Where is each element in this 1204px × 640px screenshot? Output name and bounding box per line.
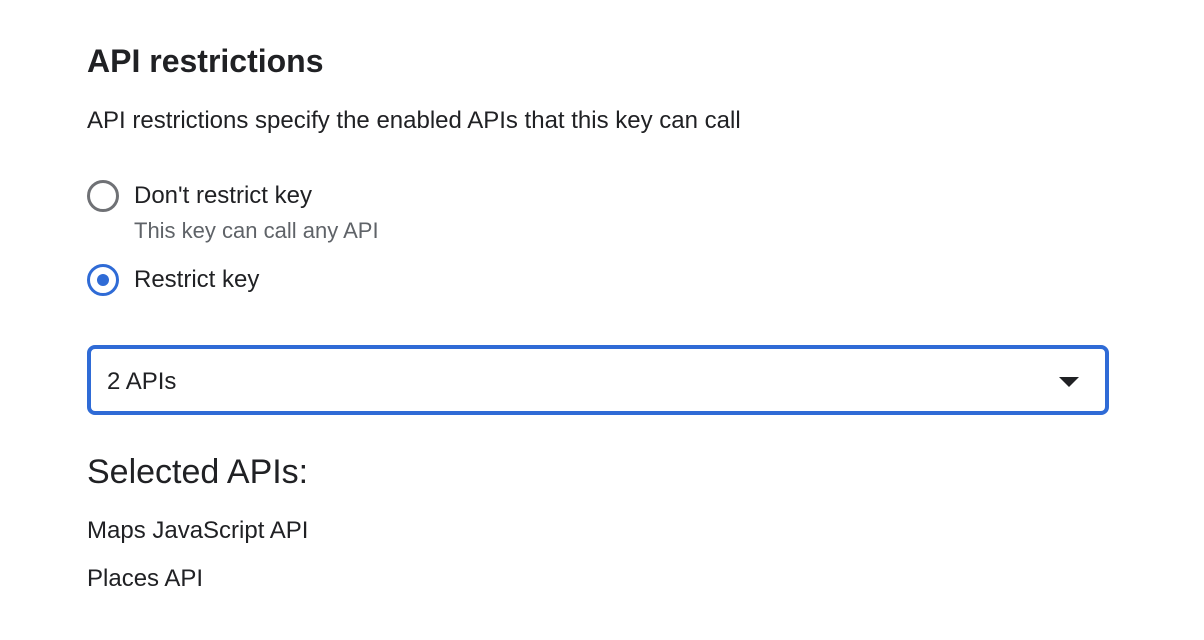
radio-checked-icon[interactable] <box>87 264 119 296</box>
selected-api-item: Maps JavaScript API <box>87 517 309 544</box>
radio-sublabel-dont-restrict-key: This key can call any API <box>134 218 379 243</box>
api-select-value: 2 APIs <box>107 368 177 395</box>
radio-label-dont-restrict-key: Don't restrict key <box>134 182 312 209</box>
selected-apis-title: Selected APIs: <box>87 453 309 491</box>
section-description: API restrictions specify the enabled API… <box>87 107 741 134</box>
radio-dont-restrict-key[interactable]: Don't restrict key <box>87 180 687 212</box>
radio-restrict-key[interactable]: Restrict key <box>87 264 687 296</box>
section-title: API restrictions <box>87 43 324 79</box>
api-select-dropdown[interactable]: 2 APIs <box>87 345 1109 415</box>
selected-apis-list: Maps JavaScript API Places API <box>87 516 308 612</box>
api-restrictions-panel: API restrictions API restrictions specif… <box>87 0 1109 640</box>
radio-unchecked-icon[interactable] <box>87 180 119 212</box>
arrow-drop-down-icon[interactable] <box>1059 377 1079 387</box>
selected-api-item: Places API <box>87 565 204 592</box>
radio-label-restrict-key: Restrict key <box>134 266 260 293</box>
radio-selected-dot <box>97 274 109 286</box>
